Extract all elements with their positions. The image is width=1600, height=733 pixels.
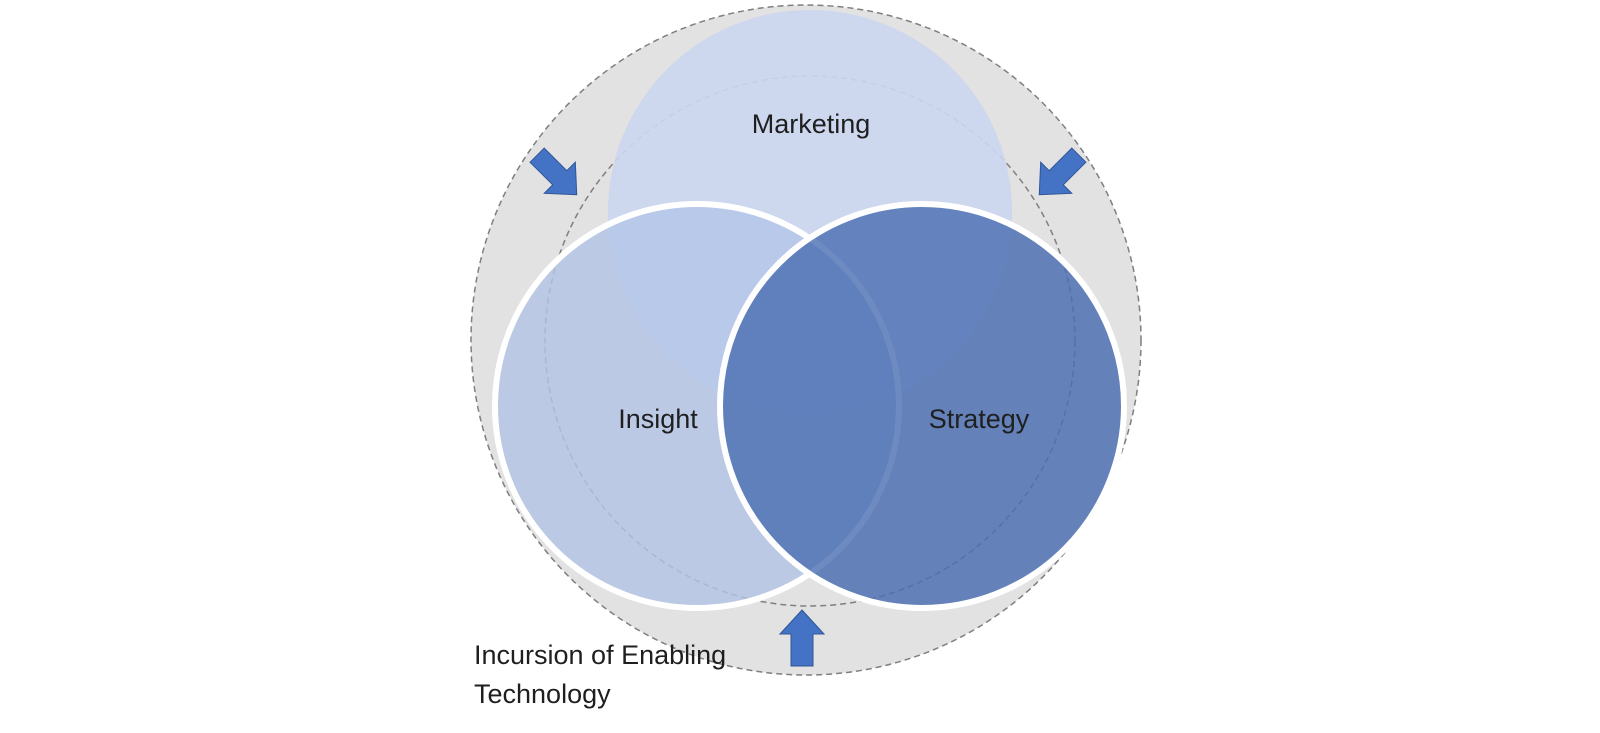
arrow-down-right-icon	[529, 147, 578, 196]
arrow-up-icon	[778, 609, 826, 667]
insight-label: Insight	[618, 404, 698, 434]
caption-line-1: Incursion of Enabling	[474, 640, 726, 670]
caption-line-2: Technology	[474, 679, 611, 709]
strategy-label: Strategy	[929, 404, 1030, 434]
strategy-circle	[717, 201, 1127, 611]
arrow-down-left-icon	[1038, 147, 1087, 196]
marketing-label: Marketing	[752, 109, 871, 139]
